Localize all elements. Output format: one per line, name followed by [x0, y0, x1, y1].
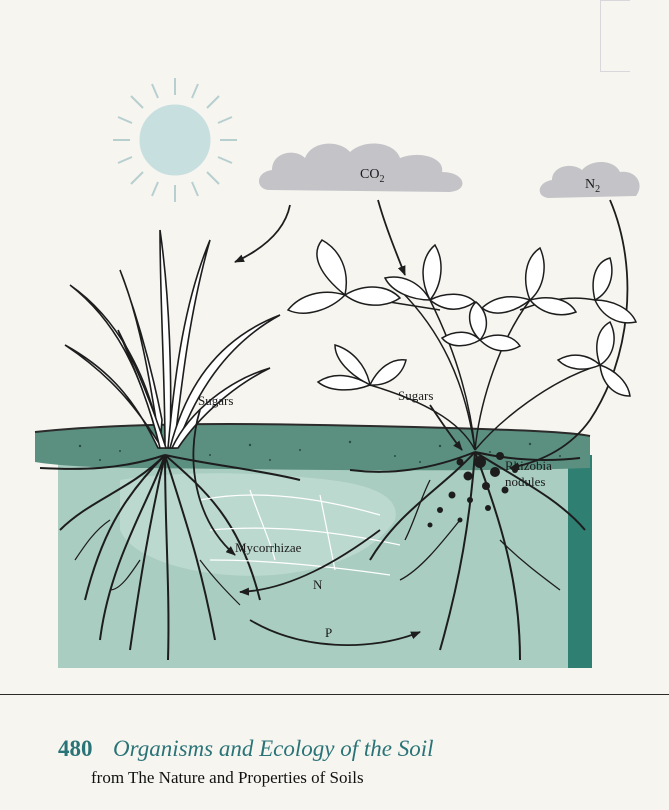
nitrogen-label: N	[313, 577, 322, 593]
n2-label: N2	[585, 177, 600, 195]
legume-sugars-label: Sugars	[398, 388, 433, 404]
sun-icon	[113, 78, 237, 202]
chapter-title: Organisms and Ecology of the Soil	[113, 736, 433, 762]
grass-plant	[65, 230, 280, 448]
phosphorus-label: P	[325, 625, 332, 641]
mycorrhizae-label: Mycorrhizae	[235, 540, 301, 556]
co2-to-legume-arrow	[378, 200, 405, 275]
grass-sugars-label: Sugars	[198, 393, 233, 409]
rhizobia-nodules-label: Rhizobia nodules	[505, 458, 552, 490]
co2-to-grass-arrow	[235, 205, 290, 262]
page-number: 480	[58, 736, 93, 762]
source-caption: from The Nature and Properties of Soils	[91, 768, 364, 788]
co2-label: CO2	[360, 167, 384, 185]
legume-plant	[288, 240, 636, 450]
footer-rule	[0, 694, 669, 695]
plant-soil-nutrient-diagram	[0, 0, 669, 700]
